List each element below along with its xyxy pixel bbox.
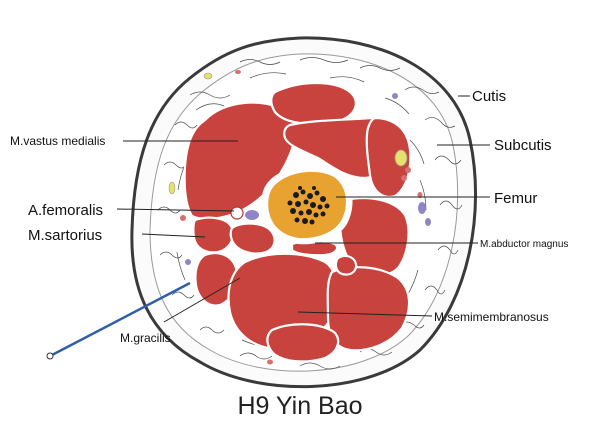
- bottom-small-muscle: [266, 323, 340, 363]
- label-sartorius: M.sartorius: [28, 227, 102, 244]
- nerve-upper-left: [203, 72, 213, 80]
- bone-marrow: [287, 186, 330, 225]
- nerve-lateral: [394, 149, 408, 167]
- vein-right-a: [418, 202, 426, 214]
- sartorius-muscle: [192, 216, 235, 254]
- vein-right-b: [425, 218, 431, 226]
- adductor-small-muscle: [229, 222, 276, 255]
- label-cutis: Cutis: [472, 88, 506, 105]
- acupuncture-needle: [51, 281, 191, 357]
- label-femur: Femur: [494, 190, 537, 207]
- femur-bone: [268, 171, 346, 239]
- vein-upper-left: [235, 70, 241, 74]
- label-vastus-medialis: M.vastus medialis: [10, 134, 105, 148]
- leader-lines: [116, 95, 490, 323]
- nerve-left: [168, 181, 176, 195]
- vein-upper: [392, 93, 398, 99]
- vein-left: [180, 215, 186, 221]
- vein-lateral-a: [405, 167, 411, 173]
- femoral-artery: [230, 206, 244, 220]
- label-abductor-magnus: M.abductor magnus: [480, 239, 568, 250]
- vein-bottom: [267, 359, 273, 365]
- gracilis-muscle: [194, 251, 239, 307]
- needle-handle-icon: [46, 352, 54, 360]
- vein-lateral-b: [401, 175, 407, 181]
- upper-muscle-a: [270, 81, 357, 125]
- small-round-muscle: [334, 254, 358, 276]
- label-femoralis: A.femoralis: [28, 202, 103, 219]
- label-gracilis: M.gracilis: [120, 331, 171, 345]
- label-subcutis: Subcutis: [494, 137, 552, 154]
- page-title: H9 Yin Bao: [237, 392, 362, 420]
- label-semimembranosus: M.semimembranosus: [434, 310, 549, 324]
- right-upper-muscle: [365, 116, 412, 198]
- femoral-vein: [245, 210, 259, 220]
- semimembranosus-muscle: [326, 266, 411, 352]
- vein-left-b: [185, 259, 191, 265]
- femur: [261, 166, 353, 245]
